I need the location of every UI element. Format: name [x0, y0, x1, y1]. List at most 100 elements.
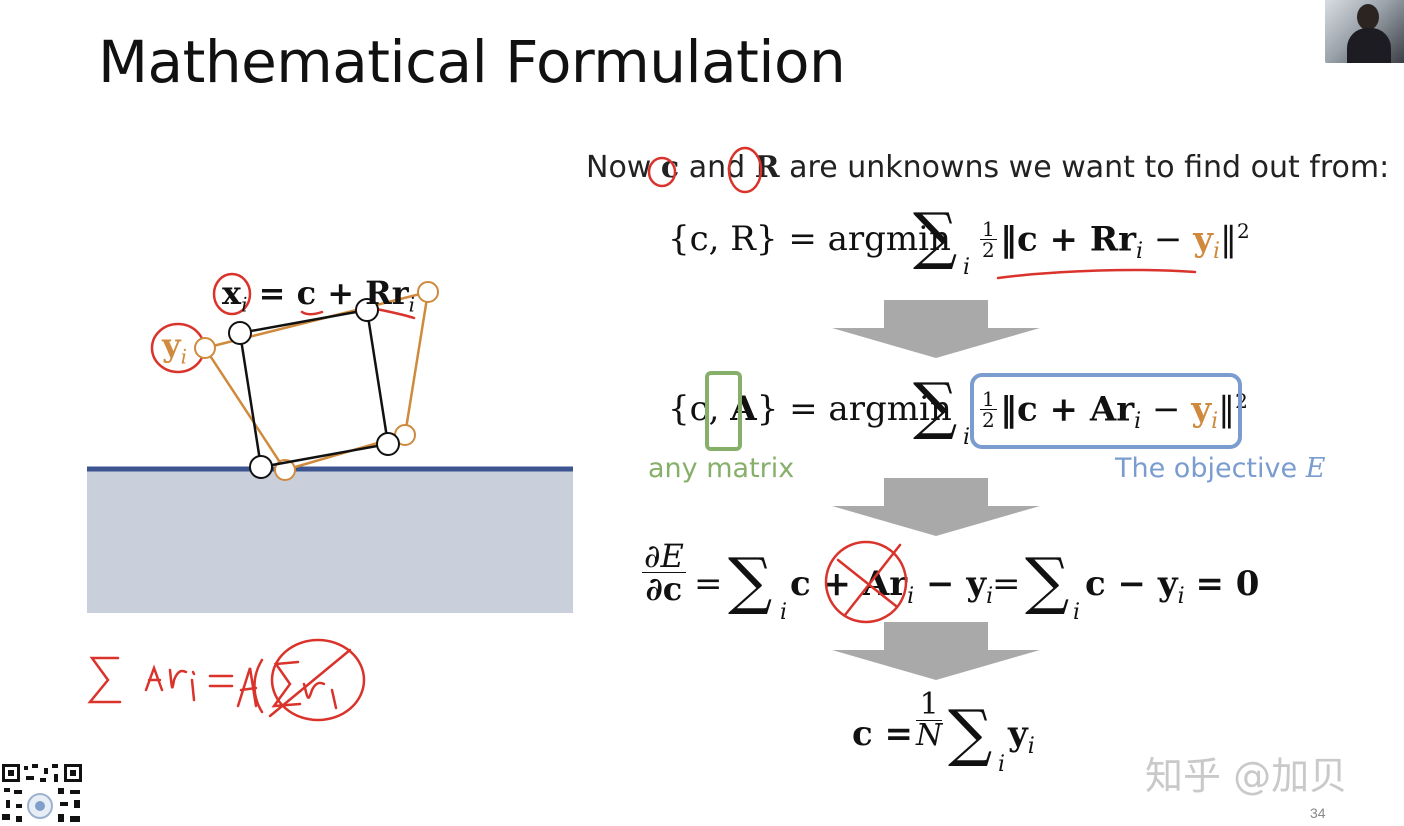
- circle-c: [647, 156, 677, 188]
- intro-text-and: and: [679, 150, 755, 185]
- eq1-sum-index: i: [963, 255, 971, 280]
- eq1-y-sub: i: [1212, 239, 1221, 265]
- eq2-A: A: [730, 389, 757, 429]
- eq3-partial: ∂E∂c: [642, 540, 686, 605]
- eq3-y-sub: i: [986, 583, 994, 609]
- objective-label-E: E: [1305, 453, 1326, 484]
- diagram-eq-x-sub: i: [241, 292, 248, 317]
- qr-code: [0, 760, 86, 826]
- diagram-eq-r-sub: i: [408, 292, 416, 317]
- eq3-final: c − y: [1085, 564, 1178, 604]
- diagram-equation: xi = c + Rri: [222, 274, 415, 316]
- circle-x: [212, 272, 252, 316]
- eq3-equals-1: =: [694, 564, 723, 604]
- eq4-y-sub: i: [1027, 733, 1035, 759]
- eq2-half-num: 1: [980, 387, 997, 411]
- eq3-sum-1: ∑: [728, 544, 773, 617]
- webcam-person-body: [1347, 28, 1391, 63]
- vertex-3: [376, 432, 400, 456]
- eq3-middle: c + Ari − yi: [790, 564, 993, 609]
- circle-crossed: [824, 540, 908, 624]
- objective-label: The objective E: [1115, 453, 1325, 484]
- cross-stroke-1: [836, 558, 898, 608]
- rigid-body-diagram: [87, 281, 573, 613]
- diagram-eq-rest: = c + Rr: [247, 274, 409, 312]
- hand-i: [190, 670, 196, 702]
- slide-title: Mathematical Formulation: [98, 28, 846, 96]
- eq2-minus: −: [1141, 389, 1192, 430]
- hand-sum-symbol: [87, 656, 122, 704]
- eq4-sum: ∑: [948, 696, 993, 769]
- eq4-den: N: [916, 718, 943, 753]
- intro-text-after: are unknowns we want to find out from:: [779, 150, 1390, 185]
- eq3-partial-den: ∂c: [645, 570, 683, 608]
- hand-strike: [268, 648, 352, 718]
- eq1-sum-symbol: ∑: [913, 199, 958, 272]
- eq2-y: y: [1191, 389, 1212, 430]
- target-point-2: [417, 281, 439, 303]
- eq2-body-a: ‖c + Ar: [1000, 389, 1135, 430]
- eq3-mid: c +: [790, 564, 863, 604]
- eq4-num: 1: [916, 690, 943, 721]
- down-arrow-1: [832, 300, 1040, 358]
- eq2-half-den: 2: [982, 408, 995, 432]
- diagram-y-label: yi: [162, 326, 187, 368]
- cross-stroke-2: [843, 543, 902, 617]
- hand-r: [168, 668, 188, 689]
- eq1-half-num: 1: [980, 217, 997, 241]
- diagram-y-sub: i: [180, 344, 187, 369]
- vertex-1: [228, 321, 252, 345]
- hand-equals: [208, 674, 234, 688]
- objective-box: [970, 373, 1242, 449]
- eq2-lhs: {c, A} = argmin: [668, 389, 952, 429]
- down-arrow-3: [832, 622, 1040, 680]
- underline-c: [300, 310, 324, 316]
- eq4-y-text: y: [1008, 714, 1028, 754]
- eq1-lhs: {c, R} = argmin: [668, 219, 951, 259]
- eq1-body-a: ‖c + Rr: [1000, 219, 1137, 260]
- eq1-norm-close: ‖: [1220, 219, 1238, 260]
- underline-eq1: [996, 268, 1197, 280]
- down-arrow-2: [832, 478, 1040, 536]
- eq4-lhs: c =: [852, 714, 913, 754]
- page-number: 34: [1310, 805, 1326, 821]
- eq3-sum-2-index: i: [1073, 600, 1081, 625]
- eq4-y: yi: [1008, 714, 1035, 759]
- eq2-lhs-a: {c,: [668, 389, 731, 429]
- hand-r2: [302, 681, 326, 699]
- hand-paren: [253, 658, 264, 714]
- intro-sentence: Now c and R are unknowns we want to find…: [586, 150, 1389, 185]
- eq4-sum-index: i: [998, 752, 1006, 777]
- target-point-4: [274, 459, 296, 481]
- eq3-equals-2: =: [992, 564, 1021, 604]
- eq2-norm-close: ‖: [1218, 389, 1236, 430]
- diagram-eq-x: x: [222, 274, 242, 312]
- eq2-sub-i: i: [1134, 409, 1142, 435]
- eq2-sum-symbol: ∑: [913, 369, 958, 442]
- matrix-A-box: [705, 371, 742, 451]
- hand-i2: [330, 688, 338, 710]
- vertex-4: [249, 455, 273, 479]
- eq2-lhs-b: } = argmin: [756, 389, 952, 429]
- red-annotations: [87, 146, 1197, 722]
- vertex-2: [355, 298, 379, 322]
- diagram-y: y: [162, 326, 181, 364]
- eq2-sum-index: i: [963, 425, 971, 450]
- hand-sum-2: [271, 660, 302, 708]
- webcam-person-head: [1357, 4, 1379, 30]
- eq1-sup-2: 2: [1237, 219, 1250, 243]
- target-point-1: [194, 337, 216, 359]
- hand-circle: [270, 638, 366, 722]
- eq1-y: y: [1193, 219, 1213, 260]
- eq3-sum-1-index: i: [780, 600, 788, 625]
- eq3-minus-y: − y: [914, 564, 987, 604]
- any-matrix-label: any matrix: [648, 453, 795, 484]
- eq3-partial-num: ∂E: [642, 537, 686, 575]
- eq2-body: ‖c + Ari − yi‖2: [1000, 389, 1248, 434]
- intro-text-before: Now: [586, 150, 661, 185]
- webcam-thumbnail: [1325, 0, 1404, 63]
- eq3-right: c − yi = 0: [1085, 564, 1259, 609]
